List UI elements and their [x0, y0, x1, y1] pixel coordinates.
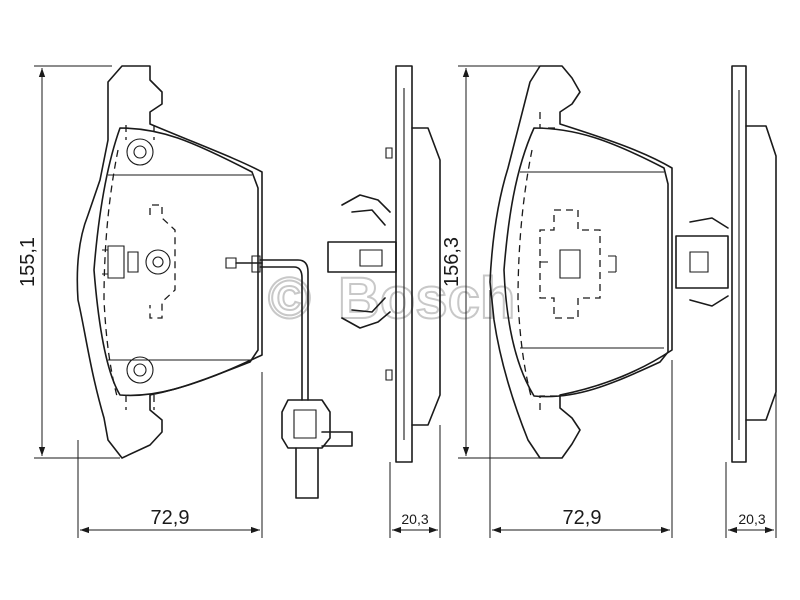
watermark: © Bosch — [267, 265, 516, 332]
pad2-width-label: 72,9 — [563, 507, 602, 529]
pad1-width-label: 72,9 — [151, 507, 190, 529]
wear-sensor-icon — [225, 255, 353, 499]
pad1-front-view — [76, 65, 263, 459]
watermark-brand: Bosch — [338, 266, 515, 331]
pad2-front-view — [489, 65, 673, 459]
pad1-thickness-dimension: 20,3 — [389, 425, 441, 538]
copyright-icon: © — [268, 266, 311, 331]
pad2-side-clip — [675, 217, 729, 307]
pad2-side-view — [731, 65, 777, 463]
pad2-thickness-dimension: 20,3 — [725, 392, 777, 538]
pad1-height-dimension: 155,1 — [17, 65, 120, 459]
pad1-side-view — [327, 65, 441, 463]
pad1-height-label: 155,1 — [17, 237, 39, 287]
pad2-thickness-label: 20,3 — [738, 511, 765, 527]
pad2-width-dimension: 72,9 — [489, 290, 673, 538]
pad1-thickness-label: 20,3 — [401, 511, 428, 527]
pad2-height-dimension: 156,3 — [441, 65, 540, 459]
clip-icon — [327, 194, 397, 329]
pad1-width-dimension: 72,9 — [77, 372, 263, 538]
pad2-height-label: 156,3 — [441, 237, 463, 287]
